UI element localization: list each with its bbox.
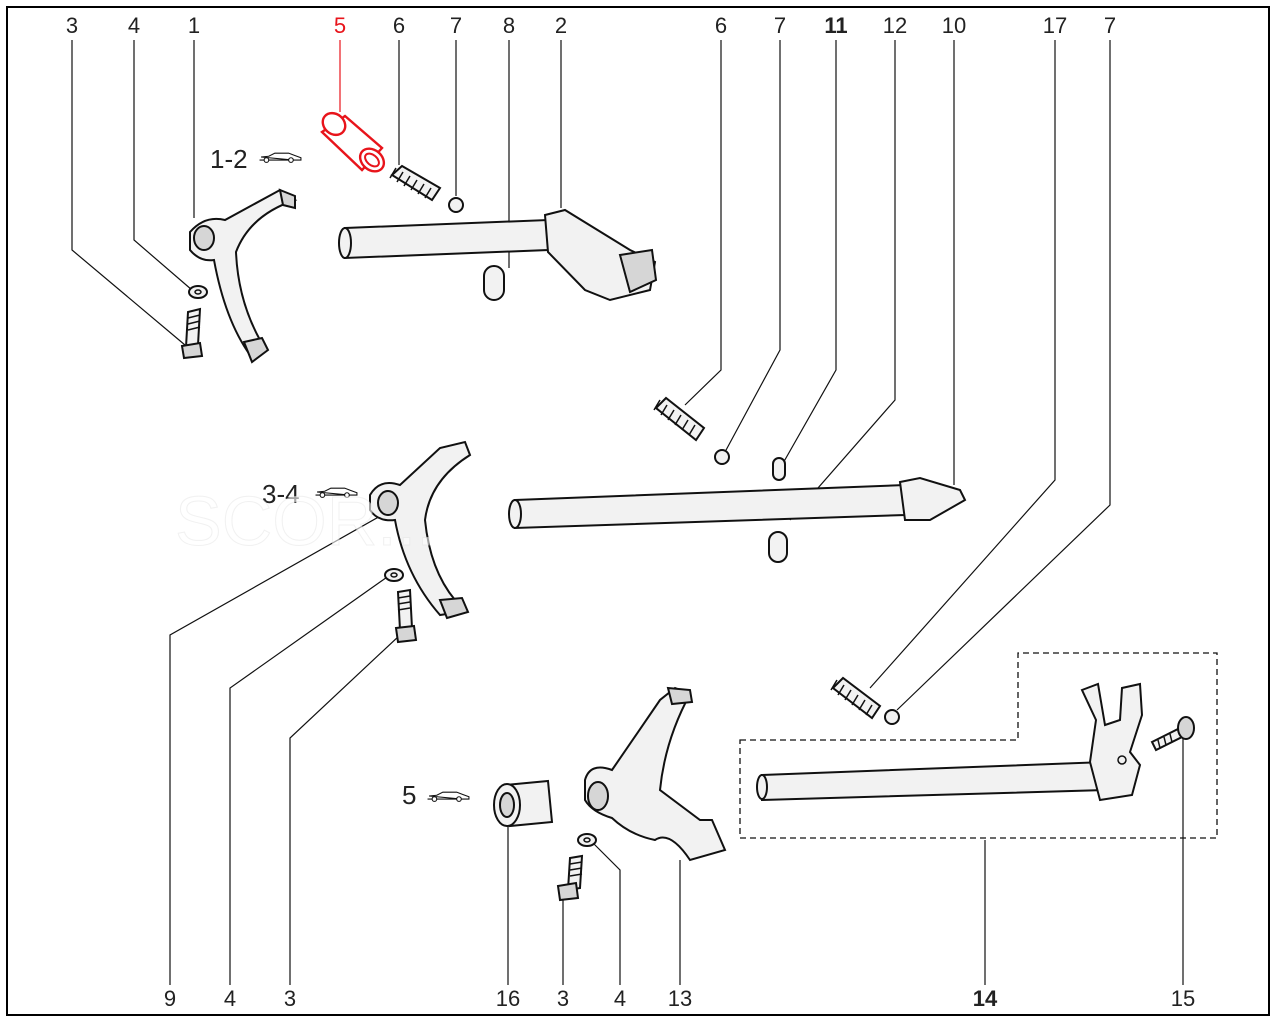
- bolt-middle: [394, 588, 418, 644]
- callout-4-bottom-a: 4: [224, 986, 236, 1011]
- group-label-3-4: 3-4: [262, 479, 300, 509]
- watermark: SCOR...: [175, 482, 436, 560]
- shift-fork-3-4: [369, 440, 472, 620]
- shift-fork-5: [584, 686, 727, 862]
- bushing-highlighted: [320, 111, 386, 173]
- group-label-1-2: 1-2: [210, 144, 248, 174]
- callout-6-top-a: 6: [393, 13, 405, 38]
- callout-4-top: 4: [128, 13, 140, 38]
- shift-rod-14: [756, 682, 1144, 802]
- ball-middle: [714, 449, 730, 465]
- washer-middle: [384, 568, 404, 582]
- screw-15: [1150, 716, 1195, 752]
- bolt-top: [180, 307, 204, 360]
- callout-11-top: 11: [824, 13, 847, 38]
- callout-14-bottom: 14: [973, 986, 998, 1011]
- callout-7-top-a: 7: [450, 13, 462, 38]
- callout-16-bottom: 16: [496, 986, 520, 1011]
- washer-top: [188, 285, 208, 299]
- callout-13-bottom: 13: [668, 986, 692, 1011]
- callout-7-top-c: 7: [1104, 13, 1116, 38]
- callout-9-bottom: 9: [164, 986, 176, 1011]
- pin-8: [483, 265, 505, 301]
- spring-top-left: [389, 164, 442, 202]
- callout-8-top: 8: [503, 13, 515, 38]
- callout-3-bottom-a: 3: [284, 986, 296, 1011]
- callout-7-top-b: 7: [774, 13, 786, 38]
- callout-4-bottom-b: 4: [614, 986, 626, 1011]
- diagram-frame: [6, 6, 1270, 1016]
- car-icon: [258, 152, 302, 163]
- callout-6-top-b: 6: [715, 13, 727, 38]
- callout-17-top: 17: [1043, 13, 1067, 38]
- car-icon: [426, 791, 470, 802]
- pin-11: [772, 457, 786, 481]
- bushing-16: [493, 779, 554, 828]
- callout-10-top: 10: [942, 13, 966, 38]
- spring-bottom: [830, 676, 882, 720]
- pin-12: [768, 531, 788, 563]
- callout-3-top: 3: [66, 13, 78, 38]
- callout-15-bottom: 15: [1171, 986, 1195, 1011]
- callout-1-top: 1: [188, 13, 200, 38]
- callout-2-top: 2: [555, 13, 567, 38]
- spring-middle: [653, 396, 706, 442]
- group-label-5: 5: [402, 780, 416, 810]
- callout-3-bottom-b: 3: [557, 986, 569, 1011]
- shift-rod-10: [508, 476, 967, 530]
- callout-12-top: 12: [883, 13, 907, 38]
- washer-bottom: [577, 833, 597, 847]
- ball-top-left: [448, 197, 464, 213]
- callout-5-highlighted: 5: [334, 13, 346, 38]
- assembly-outline-14: [739, 652, 1218, 839]
- bolt-bottom: [556, 854, 584, 902]
- ball-bottom: [884, 709, 900, 725]
- shift-fork-1-2: [189, 188, 298, 364]
- shift-rod-2: [338, 208, 658, 302]
